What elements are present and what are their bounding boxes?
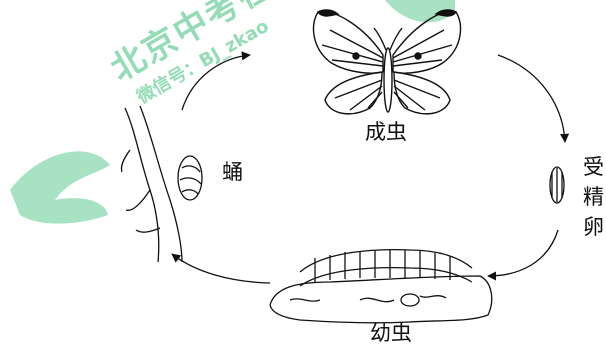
egg-illustration bbox=[550, 167, 564, 203]
arrow-egg-to-larva bbox=[488, 230, 558, 276]
arrow-adult-to-egg bbox=[498, 55, 565, 142]
arrow-larva-to-pupa bbox=[172, 254, 270, 283]
pupa-label: 蛹 bbox=[222, 162, 243, 183]
larva-illustration bbox=[270, 250, 492, 323]
pupa-illustration bbox=[121, 106, 202, 262]
larva-label: 幼虫 bbox=[370, 323, 412, 344]
egg-label: 受精卵 bbox=[583, 152, 605, 242]
adult-label: 成虫 bbox=[365, 122, 407, 143]
butterfly-illustration bbox=[314, 10, 461, 114]
